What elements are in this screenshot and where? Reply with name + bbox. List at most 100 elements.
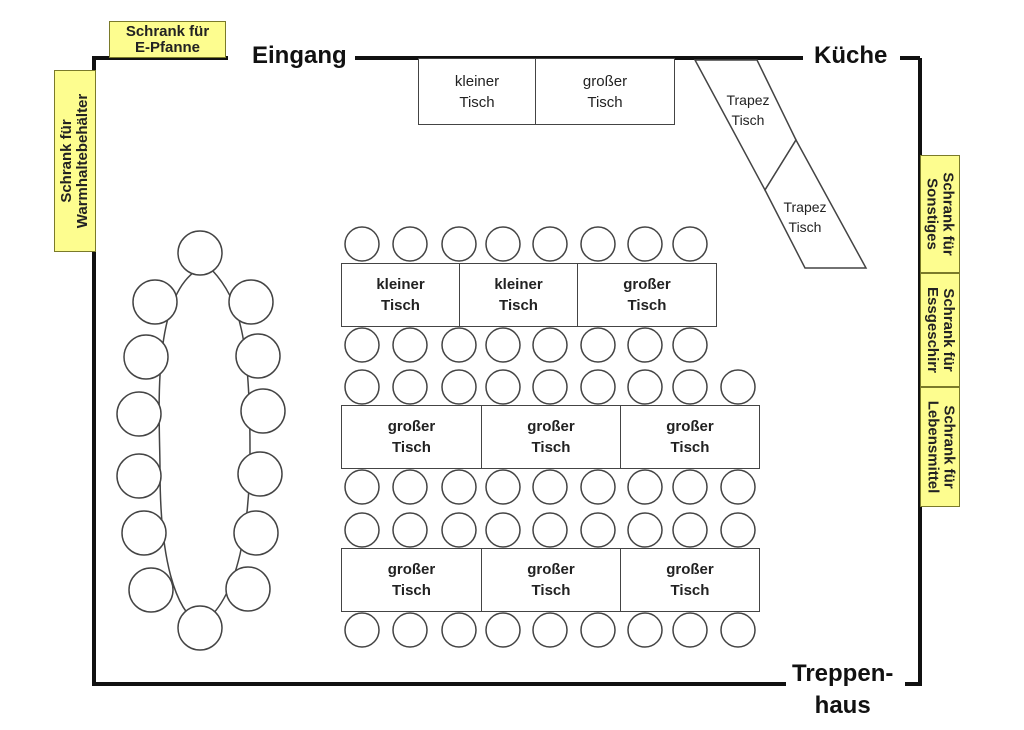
chair (116, 391, 162, 437)
chair (672, 226, 708, 262)
chair (441, 612, 477, 648)
chair (344, 369, 380, 405)
cabinet-e-pfanne-line1: Schrank für (125, 22, 210, 40)
chair (485, 469, 521, 505)
cabinet-warm-line1: Schrank für (58, 119, 76, 203)
table-label: großer (666, 418, 714, 435)
chair (532, 512, 568, 548)
chair (672, 369, 708, 405)
cabinet-e-pfanne-line2: E-Pfanne (134, 38, 200, 56)
chair (392, 512, 428, 548)
cabinet-dishes-line1: Schrank für (940, 288, 958, 372)
chair (121, 510, 167, 556)
cabinet-misc-line2: Sonstiges (924, 178, 942, 250)
chair (177, 605, 223, 651)
table-label: großer (582, 72, 628, 90)
chair (720, 469, 756, 505)
chair (237, 451, 283, 497)
chair (627, 369, 663, 405)
chair (441, 327, 477, 363)
trapez-table-2 (764, 138, 868, 269)
chair (532, 612, 568, 648)
table-label: Tisch (459, 93, 495, 111)
chair (344, 226, 380, 262)
chair (580, 612, 616, 648)
wall-right (905, 58, 922, 686)
chair (485, 369, 521, 405)
table-label: Tisch (531, 582, 571, 599)
chair (441, 469, 477, 505)
chair (627, 226, 663, 262)
table-label: großer (387, 418, 436, 435)
table-label: großer (527, 418, 575, 435)
chair (580, 327, 616, 363)
stairs-label: Treppen- haus (786, 658, 900, 722)
chairs-group (116, 226, 756, 651)
chair (123, 334, 169, 380)
chair (441, 369, 477, 405)
chair (128, 567, 174, 613)
chair (485, 226, 521, 262)
table-label: großer (527, 561, 575, 578)
stairs-label-line2: haus (814, 692, 871, 719)
chair (720, 369, 756, 405)
table-label: großer (666, 561, 714, 578)
chair (627, 512, 663, 548)
table-label: Tisch (499, 297, 538, 314)
chair (720, 512, 756, 548)
chair (441, 226, 477, 262)
table-label: Trapez (783, 199, 827, 215)
wall-top-left (92, 56, 790, 686)
chair (392, 369, 428, 405)
table-label: großer (623, 276, 671, 293)
table-label: Tisch (788, 219, 822, 235)
chair (532, 469, 568, 505)
chair (392, 469, 428, 505)
chair (580, 512, 616, 548)
table-label: kleiner (376, 276, 425, 293)
chair (672, 612, 708, 648)
table-label: Tisch (731, 112, 765, 128)
chair (344, 327, 380, 363)
chair (344, 612, 380, 648)
stairs-label-line1: Treppen- (792, 660, 894, 687)
chair (132, 279, 178, 325)
chair (235, 333, 281, 379)
table-label: Tisch (670, 582, 710, 599)
chair (177, 230, 223, 276)
cabinet-warm-line2: Warmhaltebehälter (74, 93, 92, 229)
table-label: großer (387, 561, 436, 578)
table-label: kleiner (454, 72, 500, 90)
chair (344, 469, 380, 505)
chair (532, 327, 568, 363)
table-label: kleiner (494, 276, 543, 293)
chair (228, 279, 274, 325)
chair (344, 512, 380, 548)
chair (627, 612, 663, 648)
chair (233, 510, 279, 556)
chair (485, 612, 521, 648)
kitchen-label: Küche (808, 43, 894, 69)
table-label: Tisch (587, 93, 623, 111)
chair (116, 453, 162, 499)
chair (580, 469, 616, 505)
chair (240, 388, 286, 434)
chair (627, 327, 663, 363)
chair (392, 226, 428, 262)
table-label: Tisch (392, 439, 431, 456)
chair (672, 327, 708, 363)
cabinet-food-line1: Schrank für (940, 405, 957, 489)
